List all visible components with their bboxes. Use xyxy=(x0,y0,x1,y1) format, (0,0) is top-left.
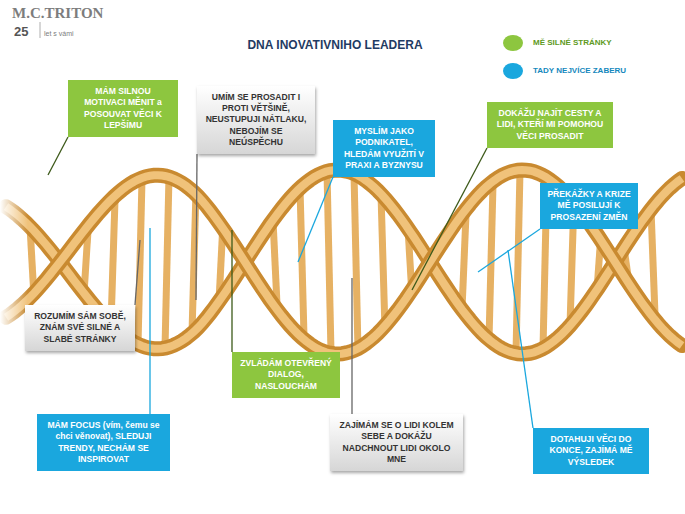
leader-line xyxy=(48,137,68,175)
leader-line xyxy=(351,278,352,414)
trait-text: MÁM SILNOU MOTIVACI MĚNIT a POSOUVAT VĚC… xyxy=(74,86,172,131)
trait-box: MÁM SILNOU MOTIVACI MĚNIT a POSOUVAT VĚC… xyxy=(68,80,178,137)
trait-box: MYSLÍM JAKO PODNIKATEL, HLEDÁM VYUŽITÍ V… xyxy=(333,120,435,177)
trait-box: ROZUMÍM SÁM SOBĚ, ZNÁM SVÉ SILNÉ A SLABÉ… xyxy=(25,305,135,351)
helix-rung xyxy=(273,220,277,304)
helix-strand xyxy=(6,170,682,354)
logo-number: 25 xyxy=(14,24,28,39)
legend-text: TADY NEJVÍCE ZABERU xyxy=(533,66,626,75)
helix-strand xyxy=(6,170,682,354)
trait-text: MÁM FOCUS (vím, čemu se chci věnovat), S… xyxy=(43,420,164,465)
leader-line xyxy=(508,250,533,428)
trait-text: MYSLÍM JAKO PODNIKATEL, HLEDÁM VYUŽITÍ V… xyxy=(339,126,429,171)
logo-text: M.C.TRITON xyxy=(12,5,103,22)
helix-rung xyxy=(516,171,520,354)
trait-text: PŘEKÁŽKY A KRIZE MĚ POSILUJÍ K PROSAZENÍ… xyxy=(546,189,632,223)
trait-text: DOKÁŽU NAJÍT CESTY A LIDI, KTEŘÍ MI POMO… xyxy=(493,108,607,142)
logo-tagline: let s vámi xyxy=(44,30,74,37)
helix-rung xyxy=(651,209,655,315)
trait-box: UMÍM SE PROSADIT I PROTI VĚTŠINĚ, NEUSTU… xyxy=(197,86,315,154)
helix-rung xyxy=(354,174,358,351)
legend-swatch xyxy=(503,35,523,51)
legend-text: MĚ SILNÉ STRÁNKY xyxy=(533,38,612,47)
leader-line xyxy=(231,230,232,352)
trait-box: ZAJÍMÁM SE O LIDI KOLEM SEBE A DOKÁŽU NA… xyxy=(330,414,463,471)
trait-text: DOTAHUJI VĚCI DO KONCE, ZAJÍMÁ MĚ VÝSLED… xyxy=(539,434,643,468)
leader-line xyxy=(135,240,140,305)
leader-line xyxy=(298,177,333,262)
trait-box: PŘEKÁŽKY A KRIZE MĚ POSILUJÍ K PROSAZENÍ… xyxy=(540,183,638,229)
leader-line xyxy=(149,228,150,414)
trait-text: ROZUMÍM SÁM SOBĚ, ZNÁM SVÉ SILNÉ A SLABÉ… xyxy=(31,311,129,345)
trait-box: DOTAHUJI VĚCI DO KONCE, ZAJÍMÁ MĚ VÝSLED… xyxy=(533,428,649,474)
diagram-title: DNA INOVATIVNIHO LEADERA xyxy=(200,38,470,52)
helix-strand-highlight xyxy=(6,170,682,354)
helix-strand-highlight xyxy=(6,170,682,354)
trait-text: UMÍM SE PROSADIT I PROTI VĚTŠINĚ, NEUSTU… xyxy=(203,92,309,148)
helix-rung xyxy=(192,191,196,334)
helix-rung xyxy=(327,172,331,353)
trait-box: DOKÁŽU NAJÍT CESTY A LIDI, KTEŘÍ MI POMO… xyxy=(487,102,613,148)
legend-swatch xyxy=(503,63,523,79)
leader-line xyxy=(196,154,197,300)
helix-rung xyxy=(381,194,385,330)
helix-rung xyxy=(300,188,304,336)
trait-text: ZVLÁDÁM OTEVŘENÝ DIALOG, NASLOUCHÁM xyxy=(238,358,334,392)
leader-line xyxy=(478,229,540,272)
helix-rung xyxy=(165,176,169,348)
helix-rung xyxy=(462,214,466,309)
trait-box: ZVLÁDÁM OTEVŘENÝ DIALOG, NASLOUCHÁM xyxy=(232,352,340,398)
trait-text: ZAJÍMÁM SE O LIDI KOLEM SEBE A DOKÁŽU NA… xyxy=(336,420,457,465)
trait-box: MÁM FOCUS (vím, čemu se chci věnovat), S… xyxy=(37,414,170,471)
